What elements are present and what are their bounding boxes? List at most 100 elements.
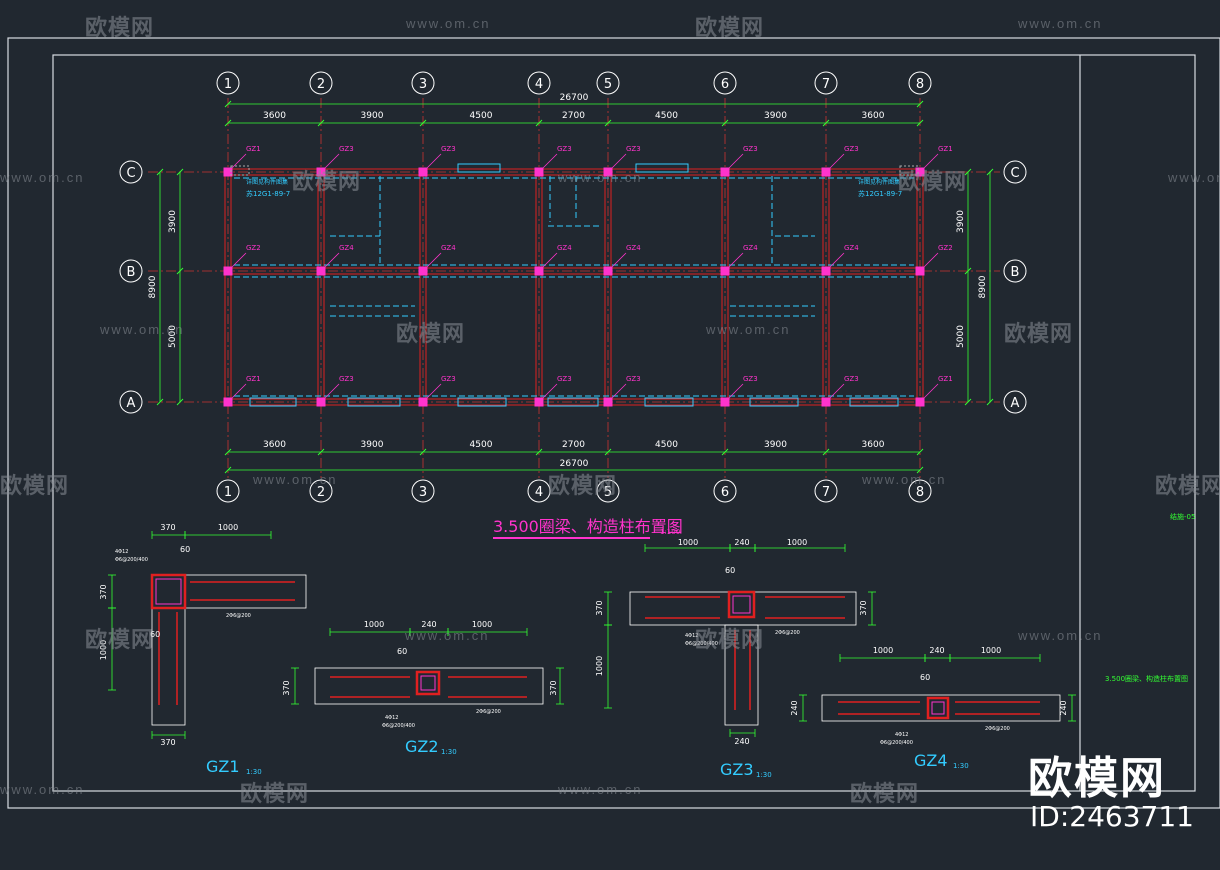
column-leader [538, 383, 558, 403]
dim-tick [224, 448, 232, 456]
column-label: GZ4 [441, 244, 456, 252]
dim-tick [964, 267, 972, 275]
column-label: GZ3 [557, 145, 572, 153]
detail-scale-gz1: 1:30 [246, 768, 262, 776]
detail-rebar-note: 2Φ6@200 [985, 726, 1010, 732]
axis-bubble [119, 259, 143, 283]
column-leader [919, 383, 939, 403]
dim-text: 3600 [263, 111, 286, 121]
detail-column [727, 590, 756, 619]
axis-bubble [411, 71, 435, 95]
dim-text: 3900 [956, 210, 966, 233]
dim-tick [419, 448, 427, 456]
detail-rebar-note: 60 [150, 630, 160, 639]
detail-label-gz3: GZ3 [720, 760, 754, 779]
detail-rebar-note: 4Φ12 [385, 715, 398, 721]
axis-label: B [1011, 265, 1020, 280]
dim-tick [176, 398, 184, 406]
axis-bubble [411, 479, 435, 503]
detail-dim-text: 370 [549, 680, 558, 695]
detail-wall [151, 574, 307, 609]
dim-text: 4500 [470, 111, 493, 121]
column-label: GZ3 [626, 145, 641, 153]
axis-label: 8 [916, 77, 924, 92]
dim-tick [535, 448, 543, 456]
detail-dim-text: 240 [421, 620, 436, 629]
axis-bubble [713, 479, 737, 503]
column-label: GZ3 [339, 375, 354, 383]
drawing-title: 3.500圈梁、构造柱布置图 [493, 517, 683, 536]
column-label: GZ1 [938, 145, 953, 153]
axis-bubble [527, 479, 551, 503]
detail-rebar-note: 60 [180, 545, 190, 554]
column-leader [919, 153, 939, 173]
column-leader [422, 383, 442, 403]
axis-bubble [814, 479, 838, 503]
dim-total: 8900 [978, 275, 988, 298]
axis-label: 8 [916, 485, 924, 500]
detail-rebar-note: 2Φ6@200 [775, 630, 800, 636]
detail-rebar-note: 60 [725, 566, 735, 575]
detail-scale-gz3: 1:30 [756, 771, 772, 779]
detail-rebar-note: 4Φ12 [685, 633, 698, 639]
axis-label: C [126, 166, 135, 181]
detail-column [150, 573, 187, 610]
column-leader [724, 153, 744, 173]
axis-label: A [1011, 396, 1020, 411]
dim-tick [916, 466, 924, 474]
axis-label: 1 [224, 485, 232, 500]
lintel [849, 397, 899, 407]
dim-tick [964, 398, 972, 406]
reference-note: 苏12G1-89-7 [858, 189, 902, 198]
detail-dim-text: 1000 [472, 620, 492, 629]
detail-rebar-note: Φ6@200/400 [685, 641, 718, 647]
axis-label: 4 [535, 485, 543, 500]
dim-tick [156, 398, 164, 406]
column-leader [607, 153, 627, 173]
column-leader [538, 252, 558, 272]
dim-text: 3600 [862, 111, 885, 121]
column-label: GZ3 [441, 145, 456, 153]
drawing-title-scale: 1:100 [660, 528, 680, 536]
detail-dim-text: 240 [734, 737, 749, 746]
column-label: GZ3 [743, 375, 758, 383]
column-label: GZ4 [743, 244, 758, 252]
detail-rebar-note: 2Φ6@200 [476, 709, 501, 715]
detail-rebar-note: 4Φ12 [115, 549, 128, 555]
dim-text: 4500 [655, 111, 678, 121]
dim-total: 26700 [560, 93, 589, 103]
dim-tick [964, 168, 972, 176]
right-panel-note: 3.500圈梁、构造柱布置图 [1105, 674, 1188, 683]
column-leader [227, 153, 247, 173]
dim-text: 3900 [361, 440, 384, 450]
axis-bubble [814, 71, 838, 95]
detail-dim-text: 370 [282, 680, 291, 695]
hatched-pad [230, 165, 250, 176]
column-leader [227, 383, 247, 403]
column-label: GZ1 [938, 375, 953, 383]
reference-note: 苏12G1-89-7 [246, 189, 290, 198]
column-label: GZ2 [938, 244, 953, 252]
axis-label: 1 [224, 77, 232, 92]
axis-label: B [127, 265, 136, 280]
axis-bubble [216, 479, 240, 503]
dim-tick [604, 448, 612, 456]
detail-rebar-note: Φ6@200/400 [115, 557, 148, 563]
column-label: GZ3 [441, 375, 456, 383]
detail-rebar-note: 60 [397, 647, 407, 656]
dim-tick [986, 398, 994, 406]
detail-column [415, 670, 441, 696]
column-label: GZ4 [557, 244, 572, 252]
detail-rebar-note: 4Φ12 [895, 732, 908, 738]
detail-rebar-note: 60 [920, 673, 930, 682]
detail-dim-text: 1000 [981, 646, 1001, 655]
detail-scale-gz2: 1:30 [441, 748, 457, 756]
column-leader [538, 153, 558, 173]
detail-rebar-note: 2Φ6@200 [226, 613, 251, 619]
dim-total: 8900 [148, 275, 158, 298]
column-label: GZ4 [339, 244, 354, 252]
detail-dim-text: 370 [859, 600, 868, 615]
axis-label: C [1010, 166, 1019, 181]
